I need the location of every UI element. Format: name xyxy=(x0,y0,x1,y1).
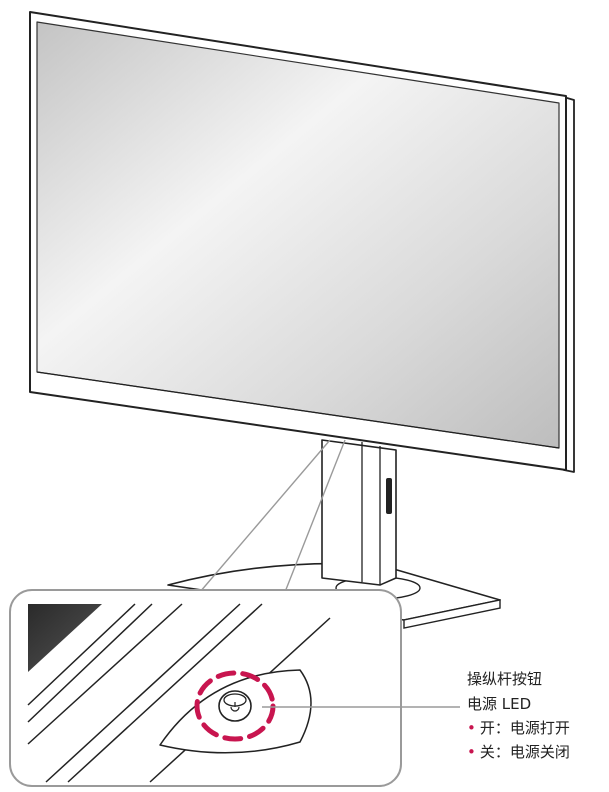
zoom-detail-box xyxy=(10,590,401,786)
callout-title: 操纵杆按钮 xyxy=(467,669,542,689)
power-off-state: •关：电源关闭 xyxy=(467,742,570,762)
monitor xyxy=(30,12,574,472)
power-off-text: 关：电源关闭 xyxy=(480,743,570,761)
power-led-label: 电源 LED xyxy=(467,694,531,714)
bullet-icon: • xyxy=(467,743,476,761)
joystick-button xyxy=(219,691,251,721)
stand-neck xyxy=(322,440,396,585)
power-on-text: 开：电源打开 xyxy=(480,719,570,737)
bullet-icon: • xyxy=(467,719,476,737)
power-on-state: •开：电源打开 xyxy=(467,718,570,738)
